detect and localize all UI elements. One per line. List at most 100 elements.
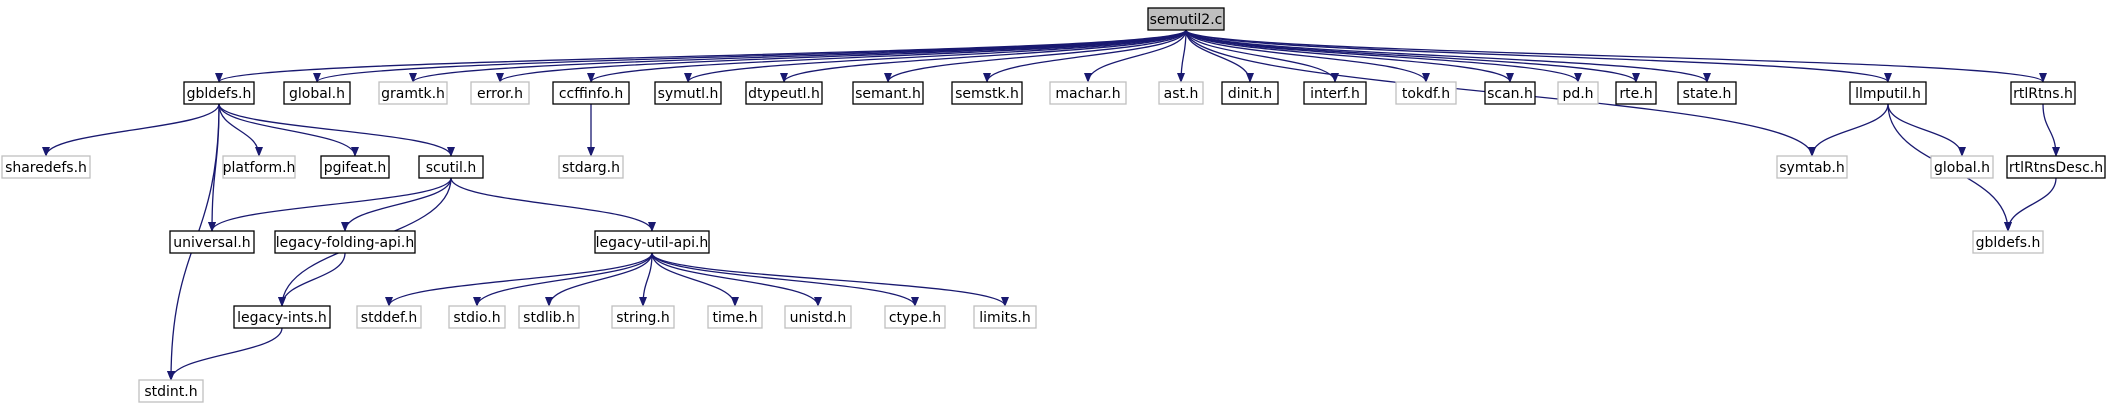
node-sharedefs-h: sharedefs.h	[1, 155, 91, 179]
node-label: llmputil.h	[1855, 86, 1921, 102]
edge-semutil2-c-to-llmputil-h	[1185, 29, 1892, 83]
edge-llmputil-h-to-global-h-2	[1887, 103, 1966, 157]
node-state-h[interactable]: state.h	[1677, 81, 1737, 105]
node-gbldefs-h[interactable]: gbldefs.h	[183, 81, 255, 105]
node-label: sharedefs.h	[5, 160, 87, 176]
node-box	[784, 305, 852, 329]
node-scutil-h[interactable]: scutil.h	[418, 155, 484, 179]
edge-rtlRtnsDesc-h-to-gbldefs-h-2	[2004, 177, 2057, 232]
node-box	[707, 305, 763, 329]
edge-legacy-util-api-h-to-ctype-h	[651, 252, 919, 307]
node-label: stdint.h	[144, 384, 197, 400]
node-stdarg-h: stdarg.h	[558, 155, 624, 179]
node-box	[470, 81, 530, 105]
node-global-h[interactable]: global.h	[283, 81, 351, 105]
node-box	[884, 305, 946, 329]
node-box	[654, 81, 722, 105]
node-ccffinfo-h[interactable]: ccffinfo.h	[552, 81, 630, 105]
node-label: string.h	[616, 310, 670, 326]
edge-semutil2-c-to-symutl-h	[684, 29, 1187, 83]
node-legacy-util-api-h[interactable]: legacy-util-api.h	[594, 230, 710, 254]
node-box	[1049, 81, 1127, 105]
node-label: rtlRtnsDesc.h	[2009, 160, 2103, 176]
node-label: scutil.h	[426, 160, 476, 176]
node-legacy-folding-api-h[interactable]: legacy-folding-api.h	[274, 230, 416, 254]
node-box	[1557, 81, 1599, 105]
node-stdint-h: stdint.h	[138, 379, 204, 403]
node-label: dtypeutl.h	[748, 86, 820, 102]
node-box	[594, 230, 710, 254]
edge-legacy-util-api-h-to-limits-h	[651, 252, 1009, 307]
node-llmputil-h[interactable]: llmputil.h	[1849, 81, 1927, 105]
node-box	[1147, 7, 1225, 31]
edge-gbldefs-h-to-pgifeat-h	[218, 103, 359, 157]
node-box	[2006, 155, 2106, 179]
node-pgifeat-h[interactable]: pgifeat.h	[320, 155, 390, 179]
node-gbldefs-h-2: gbldefs.h	[1972, 230, 2044, 254]
node-label: state.h	[1683, 86, 1732, 102]
node-box	[1677, 81, 1737, 105]
edge-semutil2-c-to-semstk-h	[983, 29, 1187, 83]
node-box	[233, 305, 331, 329]
node-symutl-h[interactable]: symutl.h	[654, 81, 722, 105]
edge-gbldefs-h-to-universal-h	[208, 103, 220, 232]
node-label: rtlRtns.h	[2013, 86, 2073, 102]
edge-gbldefs-h-to-sharedefs-h	[42, 103, 220, 157]
node-interf-h[interactable]: interf.h	[1303, 81, 1367, 105]
node-box	[552, 81, 630, 105]
node-rtlRtns-h[interactable]: rtlRtns.h	[2010, 81, 2076, 105]
node-label: pgifeat.h	[324, 160, 387, 176]
node-stdio-h: stdio.h	[448, 305, 506, 329]
node-label: dinit.h	[1228, 86, 1272, 102]
node-label: gbldefs.h	[1976, 235, 2041, 251]
node-unistd-h: unistd.h	[784, 305, 852, 329]
node-machar-h: machar.h	[1049, 81, 1127, 105]
node-rtlRtnsDesc-h[interactable]: rtlRtnsDesc.h	[2006, 155, 2106, 179]
node-scan-h[interactable]: scan.h	[1484, 81, 1536, 105]
node-label: error.h	[477, 86, 523, 102]
node-box	[356, 305, 422, 329]
node-error-h: error.h	[470, 81, 530, 105]
edge-gbldefs-h-to-platform-h	[218, 103, 263, 157]
node-legacy-ints-h[interactable]: legacy-ints.h	[233, 305, 331, 329]
node-label: pd.h	[1562, 86, 1593, 102]
node-semstk-h[interactable]: semstk.h	[951, 81, 1023, 105]
node-box	[1849, 81, 1927, 105]
node-semutil2-c[interactable]: semutil2.c	[1147, 7, 1225, 31]
node-box	[2010, 81, 2076, 105]
node-ast-h: ast.h	[1158, 81, 1204, 105]
node-label: ctype.h	[889, 310, 941, 326]
node-label: scan.h	[1487, 86, 1533, 102]
node-box	[169, 230, 255, 254]
node-box	[951, 81, 1023, 105]
node-box	[745, 81, 823, 105]
node-box	[320, 155, 390, 179]
edge-semutil2-c-to-rte-h	[1185, 29, 1640, 83]
edge-scutil-h-to-universal-h	[208, 177, 452, 232]
node-dtypeutl-h[interactable]: dtypeutl.h	[745, 81, 823, 105]
node-box	[1221, 81, 1279, 105]
node-box	[138, 379, 204, 403]
edge-semutil2-c-to-ast-h	[1177, 29, 1187, 83]
edge-semutil2-c-to-global-h	[313, 29, 1187, 83]
node-label: stdlib.h	[523, 310, 575, 326]
edge-rtlRtns-h-to-rtlRtnsDesc-h	[2042, 103, 2060, 157]
edge-legacy-util-api-h-to-time-h	[651, 252, 739, 307]
node-universal-h[interactable]: universal.h	[169, 230, 255, 254]
node-semant-h[interactable]: semant.h	[852, 81, 924, 105]
node-stdlib-h: stdlib.h	[518, 305, 580, 329]
edge-legacy-util-api-h-to-string-h	[639, 252, 653, 307]
edge-semutil2-c-to-pd-h	[1185, 29, 1582, 83]
node-dinit-h[interactable]: dinit.h	[1221, 81, 1279, 105]
node-box	[1303, 81, 1367, 105]
node-box	[973, 305, 1037, 329]
node-box	[283, 81, 351, 105]
node-label: platform.h	[223, 160, 296, 176]
node-rte-h[interactable]: rte.h	[1615, 81, 1657, 105]
node-time-h: time.h	[707, 305, 763, 329]
node-label: universal.h	[173, 235, 250, 251]
node-box	[1395, 81, 1457, 105]
node-box	[274, 230, 416, 254]
node-pd-h: pd.h	[1557, 81, 1599, 105]
